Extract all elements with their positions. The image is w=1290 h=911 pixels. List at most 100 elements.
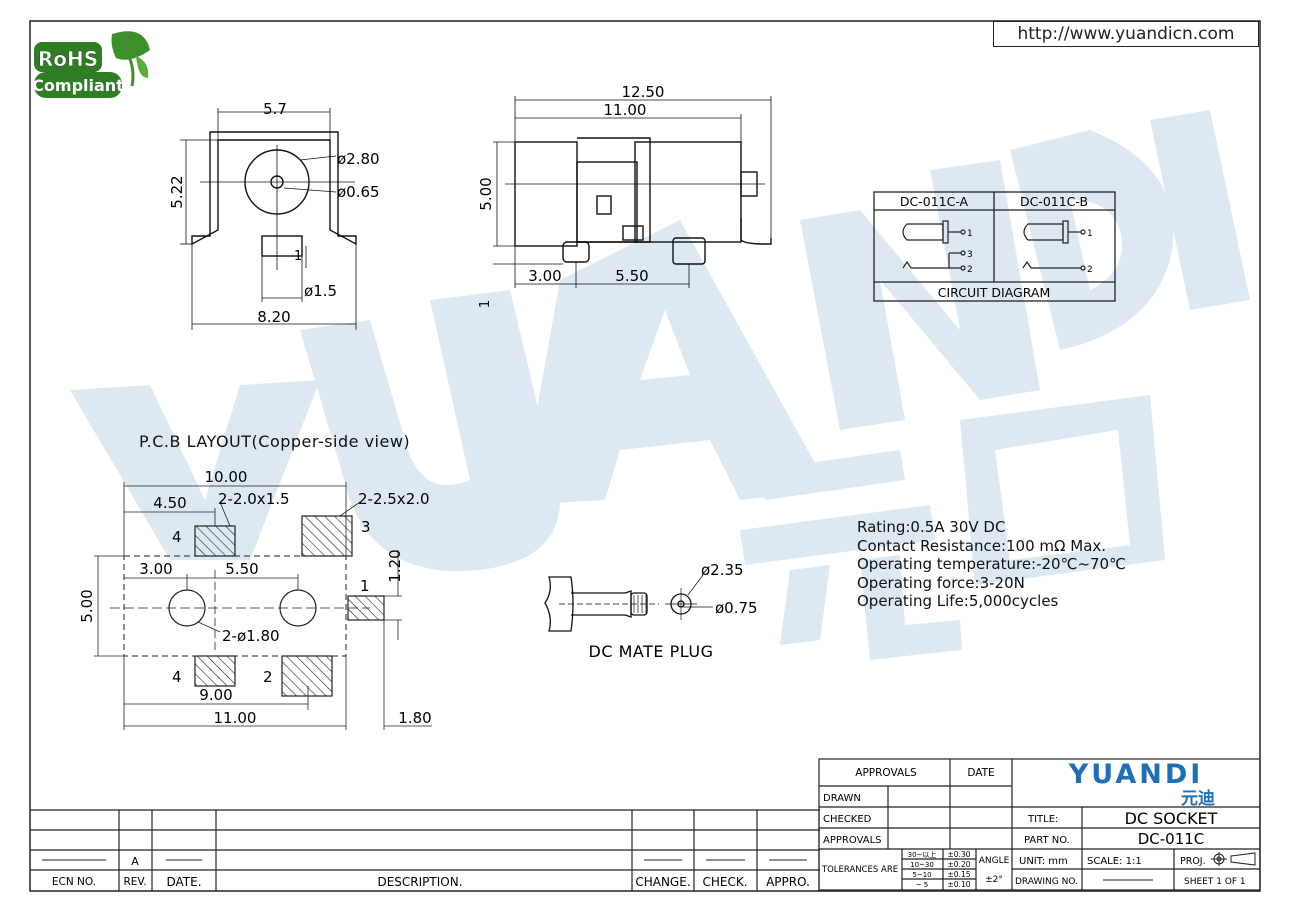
dim-3-00: 3.00 [528, 267, 561, 285]
dim-1: 1 [478, 300, 493, 308]
tol-value-2: ±0.20 [948, 860, 971, 869]
spec-operating-force: Operating force:3-20N [857, 573, 1025, 592]
plug-dia-0-75: ø0.75 [715, 599, 758, 617]
dc-mate-plug-drawing: ø2.35 ø0.75 DC MATE PLUG [544, 561, 758, 661]
spec-operating-life: Operating Life:5,000cycles [857, 592, 1059, 610]
dim-8-20: 8.20 [257, 308, 290, 326]
approvals-header: APPROVALS [855, 767, 917, 779]
circuit-a-pin-1: 1 [967, 229, 973, 239]
pcb-dim-1-80: 1.80 [398, 709, 431, 727]
tolerances-label: TOLERANCES ARE [821, 865, 898, 875]
pad-3 [301, 515, 353, 557]
website-url[interactable]: http://www.yuandicn.com [993, 21, 1259, 47]
front-view-drawing: 5.7 5.22 ø2.80 ø0.65 1 ø1.5 8.20 [168, 100, 380, 330]
rohs-text: RoHS [38, 47, 98, 71]
drawing-no-label: DRAWING NO. [1015, 877, 1078, 887]
brand-logo: YUANDI [1068, 759, 1204, 790]
title-label: TITLE: [1027, 814, 1058, 825]
pcb-dim-holes: 2-ø1.80 [222, 627, 280, 645]
dim-dia-1-5: ø1.5 [304, 282, 337, 300]
title-value: DC SOCKET [1125, 809, 1218, 828]
checked-label: CHECKED [823, 814, 872, 825]
brand-logo-cn: 元迪 [1181, 788, 1215, 809]
plug-label: DC MATE PLUG [589, 642, 714, 661]
pad-label-1: 1 [360, 577, 370, 595]
description-header: DESCRIPTION. [377, 875, 462, 889]
rev-value: A [131, 855, 139, 868]
tol-range-3: 5~10 [912, 871, 931, 879]
dim-pin-1: 1 [294, 249, 302, 264]
title-block: APPROVALS DATE DRAWN CHECKED APPROVALS T… [818, 758, 1260, 891]
circuit-b-pin-1: 1 [1087, 229, 1093, 239]
ecn-no-header: ECN NO. [52, 876, 96, 888]
tol-range-1: 30~以上 [908, 850, 937, 859]
pad-2 [281, 655, 333, 697]
change-header: CHANGE. [635, 875, 690, 889]
dim-12-50: 12.50 [622, 83, 665, 101]
tol-value-1: ±0.30 [948, 850, 971, 859]
compliant-text: Compliant [32, 76, 124, 95]
spec-contact-resistance: Contact Resistance:100 mΩ Max. [857, 536, 1107, 555]
pad-label-4-top: 4 [172, 528, 182, 546]
pcb-dim-9-00: 9.00 [199, 686, 232, 704]
pcb-dim-pad-small: 2-2.0x1.5 [218, 490, 290, 508]
approvals-label: APPROVALS [823, 835, 882, 846]
spec-operating-temperature: Operating temperature:-20℃~70℃ [857, 555, 1126, 573]
sheet-label: SHEET 1 OF 1 [1184, 877, 1246, 887]
circuit-diagram: DC-011C-A DC-011C-B CIRCUIT DIAGRAM 1 3 … [873, 191, 1116, 302]
pcb-layout-title: P.C.B LAYOUT(Copper-side view) [139, 432, 411, 451]
circuit-col-a: DC-011C-A [900, 194, 969, 209]
pad-label-3: 3 [361, 518, 371, 536]
dim-5-7: 5.7 [263, 100, 287, 118]
side-view-drawing: 12.50 11.00 5.00 3.00 5.50 1 [477, 83, 772, 308]
circuit-footer: CIRCUIT DIAGRAM [938, 285, 1051, 300]
dim-5-22: 5.22 [168, 175, 186, 208]
circuit-col-b: DC-011C-B [1020, 194, 1088, 209]
dim-dia-0-65: ø0.65 [337, 183, 380, 201]
part-value: DC-011C [1138, 830, 1205, 848]
plug-dia-2-35: ø2.35 [701, 561, 744, 579]
pcb-dim-5-00: 5.00 [78, 589, 96, 622]
pcb-dim-11-00: 11.00 [214, 709, 257, 727]
part-label: PART NO. [1024, 835, 1070, 846]
spec-rating: Rating:0.5A 30V DC [857, 518, 1006, 536]
circuit-b-pin-2: 2 [1087, 265, 1093, 275]
tol-range-2: 10~30 [910, 861, 934, 869]
pcb-dim-3-00: 3.00 [139, 560, 172, 578]
tol-range-4: ~ 5 [916, 881, 929, 889]
dim-dia-2-80: ø2.80 [337, 150, 380, 168]
pcb-dim-1-20: 1.20 [386, 549, 404, 582]
unit-label: UNIT: mm [1019, 856, 1068, 867]
dim-5-00: 5.00 [477, 177, 495, 210]
pad-label-4-bottom: 4 [172, 668, 182, 686]
pad-4-top [194, 525, 236, 557]
circuit-a-pin-3: 3 [967, 250, 973, 260]
projection-symbol-icon [1211, 852, 1256, 866]
proj-label: PROJ. [1180, 856, 1206, 867]
pcb-layout-drawing: 10.00 4.50 2-2.0x1.5 2-2.5x2.0 3.00 5.50… [78, 468, 432, 730]
specifications: Rating:0.5A 30V DC Contact Resistance:10… [857, 518, 1126, 611]
pad-label-2: 2 [263, 668, 273, 686]
revision-block: A ECN NO. REV. DATE. DESCRIPTION. CHANGE… [30, 809, 820, 891]
angle-label: ANGLE [979, 856, 1010, 866]
pcb-dim-pad-large: 2-2.5x2.0 [358, 490, 430, 508]
drawn-label: DRAWN [823, 793, 861, 804]
check-header: CHECK. [702, 875, 747, 889]
scale-label: SCALE: 1:1 [1087, 856, 1142, 867]
pcb-dim-10-00: 10.00 [205, 468, 248, 486]
leaf-icon [111, 31, 150, 60]
tol-value-4: ±0.10 [948, 880, 971, 889]
angle-value: ±2° [985, 875, 1003, 885]
pcb-dim-5-50: 5.50 [225, 560, 258, 578]
dim-5-50: 5.50 [615, 267, 648, 285]
pcb-dim-4-50: 4.50 [153, 494, 186, 512]
rohs-badge: RoHS Compliant [32, 31, 150, 98]
circuit-a-pin-2: 2 [967, 265, 973, 275]
rev-header: REV. [123, 876, 146, 888]
pad-4-bottom [194, 655, 236, 687]
date-header: DATE [967, 767, 994, 779]
date-header: DATE. [166, 875, 201, 889]
appro-header: APPRO. [766, 875, 810, 889]
